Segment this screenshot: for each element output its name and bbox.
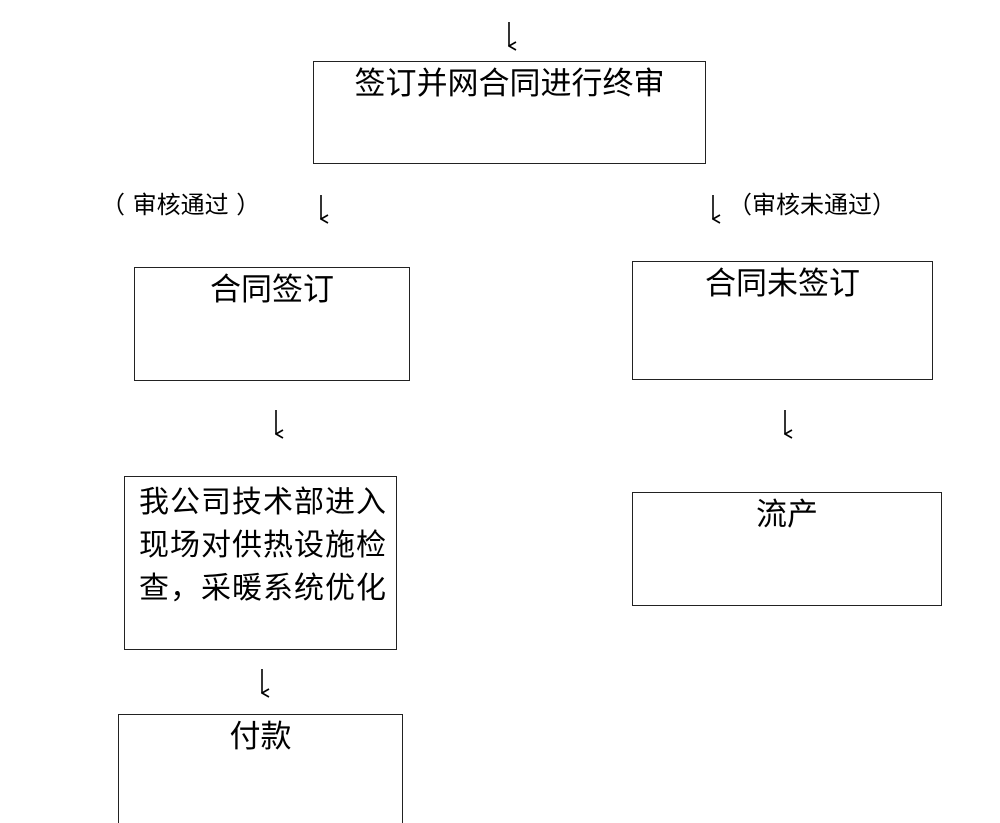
payment-label: 付款 [229, 719, 292, 755]
deal-lost-node: 流产 [632, 492, 942, 606]
final-review-label: 签订并网合同进行终审 [354, 66, 665, 102]
contract-not-signed-node: 合同未签订 [632, 261, 933, 380]
contract-signed-node: 合同签订 [134, 267, 410, 381]
site-inspection-node: 我公司技术部进入现场对供热设施检查，采暖系统优化 [124, 476, 397, 650]
final-review-node: 签订并网合同进行终审 [313, 61, 706, 164]
contract-not-signed-label: 合同未签订 [705, 266, 860, 302]
deal-lost-label: 流产 [756, 497, 818, 533]
site-inspection-label: 我公司技术部进入现场对供热设施检查，采暖系统优化 [139, 485, 387, 606]
rejected-edge-label: （审核未通过） [728, 191, 896, 219]
approved-edge-label: （ 审核通过 ） [101, 191, 261, 219]
payment-node: 付款 [118, 714, 403, 823]
contract-signed-label: 合同签订 [210, 272, 334, 308]
